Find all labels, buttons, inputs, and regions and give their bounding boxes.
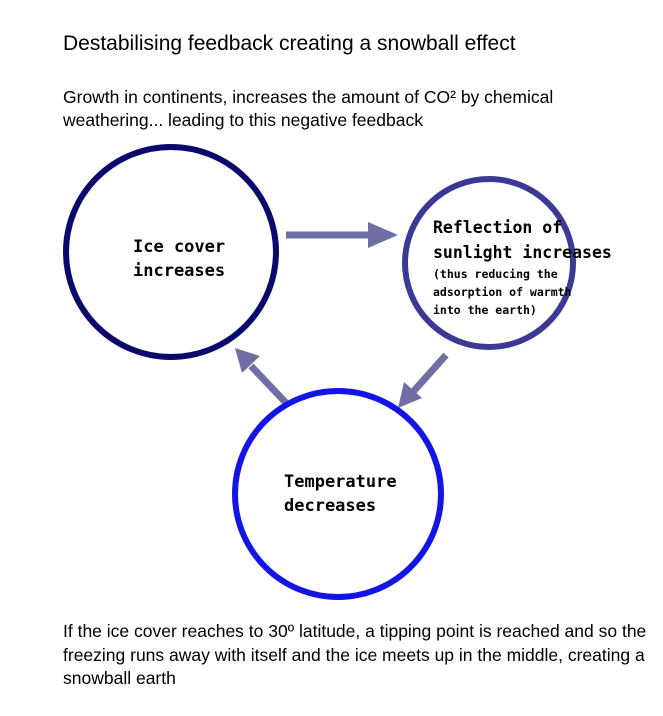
reflection-note-line2: adsorption of warmth [433,285,572,299]
reflection-circle [402,176,576,350]
arrow-reflection-to-temperature-head [398,382,422,408]
arrow-reflection-to-temperature [398,352,449,408]
arrow-temperature-to-ice-shaft [248,363,291,408]
reflection-label-line1: Reflection of [433,218,562,237]
arrow-ice-to-reflection [286,222,398,248]
arrow-temperature-to-ice [235,348,291,408]
page-title: Destabilising feedback creating a snowba… [63,32,516,55]
arrow-ice-to-reflection-head [368,222,398,248]
arrow-reflection-to-temperature-shaft [409,352,449,396]
temperature-circle [232,388,444,600]
ice-cover-label-line1: Ice cover [133,237,225,257]
temperature-label-line2: decreases [284,496,376,516]
intro-text: Growth in continents, increases the amou… [63,87,554,130]
ice-cover-label-line2: increases [133,261,225,281]
reflection-note-line3: into the earth) [433,303,537,317]
reflection-label-line2: sunlight increases [433,243,612,262]
temperature-label-line1: Temperature [284,472,397,492]
conclusion-text: If the ice cover reaches to 30º latitude… [63,621,647,688]
arrow-temperature-to-ice-head [235,348,260,373]
reflection-note-line1: (thus reducing the [433,267,558,281]
ice-cover-circle [63,144,279,360]
